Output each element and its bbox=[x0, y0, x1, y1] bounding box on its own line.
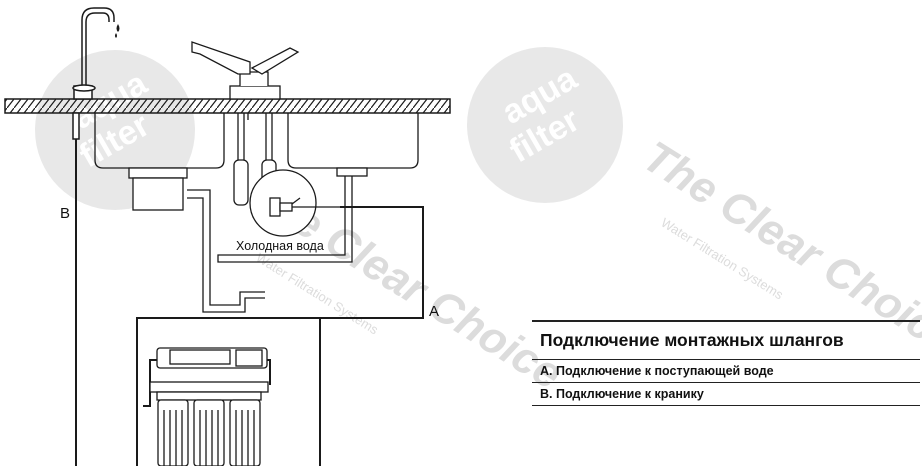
label-cold-water: Холодная вода bbox=[236, 239, 324, 253]
filter-canister-2 bbox=[193, 399, 225, 466]
drinking-water-faucet bbox=[72, 7, 115, 140]
right-sink-drain bbox=[217, 167, 368, 263]
label-point-b: B bbox=[60, 205, 70, 222]
drain-disposal bbox=[128, 167, 188, 211]
legend-item-b: В. Подключение к кранику bbox=[532, 383, 920, 406]
hose-connection-legend: Подключение монтажных шлангов А. Подключ… bbox=[532, 320, 920, 406]
cold-water-adapter bbox=[249, 169, 340, 237]
membrane-housing bbox=[156, 347, 268, 369]
mixer-faucet bbox=[191, 41, 300, 120]
label-point-a: A bbox=[429, 303, 439, 320]
filter-canister-1 bbox=[157, 399, 189, 466]
drain-pipe bbox=[187, 189, 265, 313]
water-drops-icon bbox=[115, 24, 120, 38]
legend-title: Подключение монтажных шлангов bbox=[532, 320, 920, 360]
legend-item-a: А. Подключение к поступающей воде bbox=[532, 360, 920, 383]
filter-canister-3 bbox=[229, 399, 261, 466]
countertop bbox=[4, 98, 451, 114]
sink-right bbox=[287, 113, 419, 169]
filter-bracket bbox=[149, 381, 269, 401]
tube-a-supply bbox=[136, 206, 424, 466]
watermark-logo-right: aqua filter bbox=[467, 47, 623, 203]
